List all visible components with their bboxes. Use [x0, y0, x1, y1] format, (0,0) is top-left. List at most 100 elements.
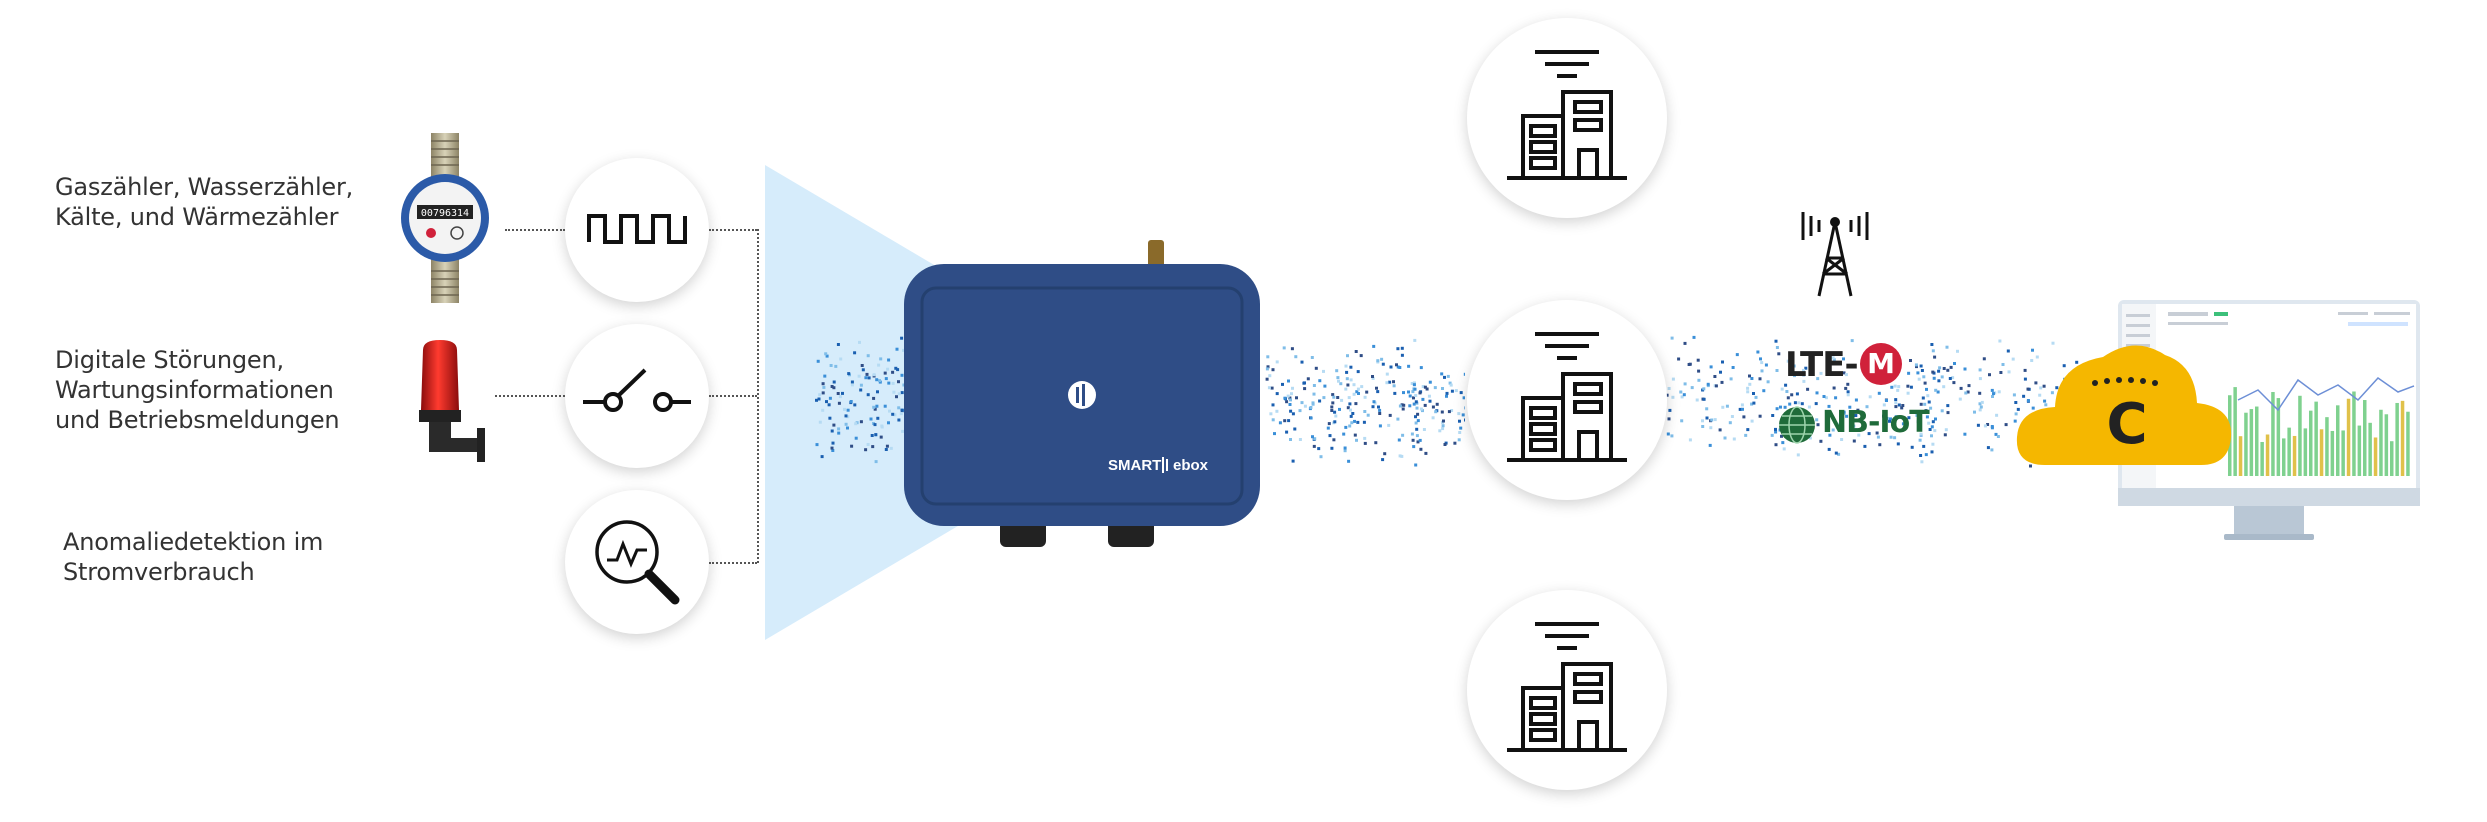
data-dot	[1395, 363, 1398, 367]
data-dot	[1371, 405, 1375, 409]
data-dot	[1464, 418, 1465, 422]
data-dot	[1413, 338, 1417, 342]
data-dot	[1381, 362, 1385, 366]
data-dot	[1343, 449, 1347, 453]
data-dot	[1721, 360, 1724, 364]
data-dot	[1822, 395, 1826, 398]
data-dot	[884, 377, 888, 381]
data-dot	[1854, 414, 1858, 417]
data-dot	[1750, 402, 1754, 406]
data-dot	[2039, 386, 2043, 390]
data-dot	[857, 374, 861, 378]
data-dot	[1897, 403, 1901, 407]
data-dot	[1701, 419, 1704, 423]
data-dot	[1775, 369, 1779, 372]
data-dot	[1786, 396, 1790, 400]
data-dot	[1347, 459, 1351, 463]
data-dot	[1282, 346, 1286, 350]
data-dot	[1378, 424, 1382, 428]
data-dot	[1878, 443, 1882, 447]
data-dot	[1322, 369, 1325, 373]
data-dot	[1889, 417, 1892, 421]
data-dot	[1732, 437, 1736, 441]
data-dot	[1670, 336, 1674, 340]
data-dot	[853, 403, 857, 407]
data-dot	[1807, 405, 1811, 409]
data-dot	[1730, 415, 1734, 418]
dashboard-bar	[2395, 402, 2399, 476]
source-label-line: Gaszähler, Wasserzähler,	[55, 173, 354, 201]
building-antenna-icon	[1507, 50, 1627, 180]
data-dot	[1946, 404, 1950, 408]
data-dot	[1933, 429, 1937, 433]
nb-iot-globe-icon	[1779, 406, 1815, 444]
data-dot	[1696, 358, 1700, 362]
data-dot	[1729, 377, 1733, 381]
data-dot	[1371, 376, 1375, 380]
data-dot	[1457, 412, 1461, 416]
connector-bus	[757, 229, 759, 563]
data-dot	[815, 443, 819, 447]
data-dot	[1735, 353, 1739, 357]
data-dot	[1915, 365, 1918, 369]
data-dot	[1680, 395, 1684, 399]
data-dot	[1956, 349, 1959, 353]
data-dot	[2044, 403, 2048, 407]
data-dot	[1275, 409, 1279, 413]
data-dot	[1408, 404, 1412, 408]
data-dot	[1345, 370, 1349, 374]
data-dot	[1838, 422, 1842, 426]
data-dot	[1342, 432, 1346, 436]
data-dot	[1421, 397, 1425, 401]
data-dot	[1402, 391, 1405, 395]
data-dot	[900, 391, 904, 395]
data-dot	[1752, 392, 1755, 395]
dashboard-bar	[2298, 395, 2302, 476]
data-dot	[1312, 444, 1316, 448]
dashboard-bar	[2319, 429, 2324, 476]
data-dot	[1431, 416, 1435, 420]
data-dot	[1831, 428, 1835, 432]
data-dot	[1978, 402, 1982, 406]
data-dot	[1457, 438, 1461, 442]
data-dot	[2014, 412, 2018, 416]
data-dot	[1944, 428, 1948, 432]
data-dot	[1446, 374, 1450, 378]
data-dot	[1910, 445, 1914, 449]
data-dot	[1901, 422, 1905, 426]
data-dot	[1900, 406, 1904, 410]
data-dot	[1392, 384, 1396, 388]
data-dot	[1413, 387, 1417, 391]
data-dot	[831, 441, 835, 445]
data-dot	[830, 385, 834, 388]
data-dot	[1930, 425, 1934, 429]
data-dot	[1920, 369, 1924, 372]
data-dot	[1762, 389, 1766, 393]
data-dot	[1289, 409, 1293, 413]
dashboard-bar	[2346, 398, 2351, 476]
data-dot	[1459, 426, 1463, 430]
data-dot	[1740, 403, 1744, 407]
data-dot	[864, 376, 868, 380]
data-dot	[847, 372, 851, 376]
data-dot	[1291, 386, 1294, 390]
dashboard-bar	[2379, 409, 2383, 476]
data-dot	[873, 423, 877, 427]
data-dot	[1928, 428, 1932, 431]
data-dot	[854, 436, 858, 440]
data-dot	[821, 391, 825, 395]
data-dot	[1338, 407, 1341, 411]
data-dot	[1953, 362, 1956, 365]
data-dot	[1300, 360, 1304, 364]
data-dot	[853, 351, 857, 355]
data-dot	[1411, 390, 1415, 394]
data-dot	[1387, 423, 1391, 427]
data-dot	[1450, 409, 1454, 412]
data-dot	[1449, 383, 1453, 387]
data-dot	[1938, 366, 1942, 370]
data-dot	[1312, 392, 1316, 396]
data-dot	[1986, 446, 1990, 450]
data-dot	[1748, 382, 1752, 386]
data-dot	[1949, 365, 1953, 369]
data-dot	[1440, 410, 1444, 414]
